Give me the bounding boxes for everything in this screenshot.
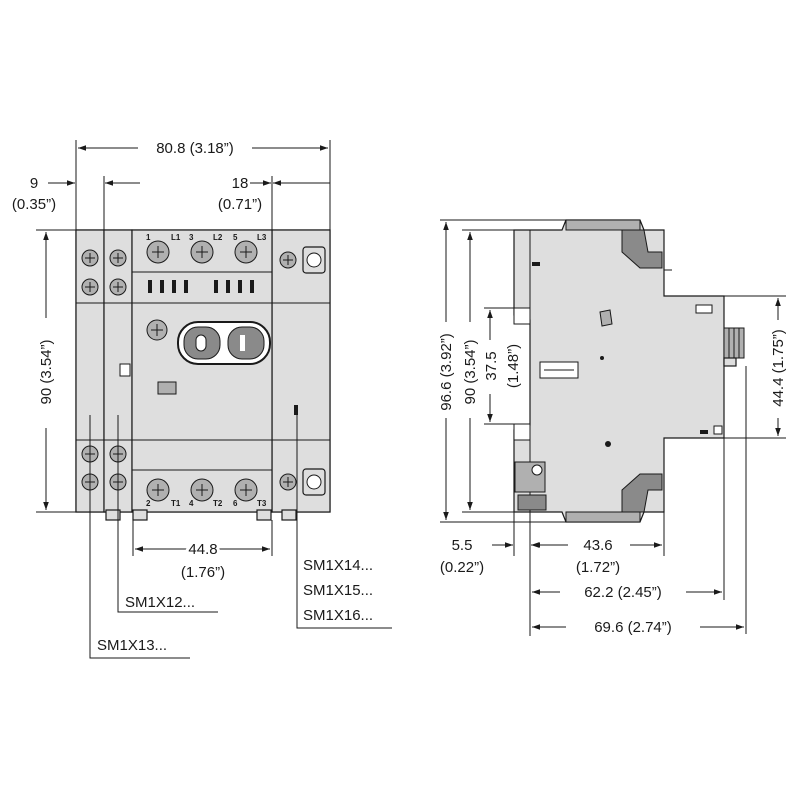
depth-c-dim: 69.6 (2.74”) bbox=[594, 619, 672, 636]
depth-a-value: 43.6 bbox=[583, 537, 612, 554]
side-body-height-dim: 90 (3.54”) bbox=[462, 339, 479, 404]
rail-height-value: 37.5 bbox=[483, 351, 500, 380]
accessory-sm1x14-block bbox=[271, 229, 331, 513]
accessory-screws-right bbox=[279, 246, 326, 496]
label-sm1x16: SM1X16... bbox=[303, 607, 373, 624]
offset-inch: (0.22”) bbox=[440, 559, 484, 576]
right-height-dim: 44.4 (1.75”) bbox=[770, 329, 787, 407]
terminal-label-L1: L1 bbox=[171, 233, 181, 242]
indicator-window bbox=[157, 381, 177, 395]
rail-height-inch: (1.48”) bbox=[505, 344, 522, 388]
overall-width-dim: 80.8 (3.18”) bbox=[156, 140, 234, 157]
terminal-label-L2: L2 bbox=[213, 233, 223, 242]
terminal-label-4: 4 bbox=[189, 499, 194, 508]
left-offset-inch: (0.35”) bbox=[12, 196, 56, 213]
depth-b-dim: 62.2 (2.45”) bbox=[584, 584, 662, 601]
bottom-terminal-screws bbox=[146, 478, 258, 502]
terminal-label-2: 2 bbox=[146, 499, 151, 508]
marker-slot bbox=[294, 405, 298, 415]
side-total-height-dim: 96.6 (3.92”) bbox=[438, 333, 455, 411]
on-off-buttons bbox=[177, 321, 271, 365]
right-offset-inch: (0.71”) bbox=[218, 196, 262, 213]
auxiliary-contact-row bbox=[148, 280, 254, 293]
label-sm1x12: SM1X12... bbox=[125, 594, 195, 611]
terminal-label-T2: T2 bbox=[213, 499, 223, 508]
accessory-labels: SM1X14... SM1X15... SM1X16... SM1X12... … bbox=[89, 410, 392, 659]
terminal-label-T1: T1 bbox=[171, 499, 181, 508]
side-dimensions: 96.6 (3.92”) 90 (3.54”) 37.5 (1.48”) 44.… bbox=[438, 219, 787, 636]
front-dimensions: 80.8 (3.18”) 9 (0.35”) 18 (0.71”) 90 (3.… bbox=[12, 140, 331, 581]
terminal-label-T3: T3 bbox=[257, 499, 267, 508]
label-sm1x13: SM1X13... bbox=[97, 637, 167, 654]
accessory-screws-left bbox=[81, 249, 127, 491]
terminal-label-3: 3 bbox=[189, 233, 194, 242]
front-height-dim: 90 (3.54”) bbox=[38, 339, 55, 404]
main-breaker-body bbox=[131, 229, 273, 513]
offset-value: 5.5 bbox=[452, 537, 473, 554]
mount-width-value: 44.8 bbox=[188, 541, 217, 558]
terminal-label-1: 1 bbox=[146, 233, 151, 242]
front-view: 1 L1 3 L2 5 L3 2 T1 4 T2 6 T3 bbox=[75, 229, 331, 521]
terminal-label-L3: L3 bbox=[257, 233, 267, 242]
side-view bbox=[513, 219, 745, 523]
label-sm1x14: SM1X14... bbox=[303, 557, 373, 574]
top-terminal-screws bbox=[146, 240, 258, 264]
right-offset-value: 18 bbox=[232, 175, 249, 192]
terminal-label-5: 5 bbox=[233, 233, 238, 242]
label-sm1x15: SM1X15... bbox=[303, 582, 373, 599]
left-offset-value: 9 bbox=[30, 175, 38, 192]
current-adjust-dial bbox=[146, 319, 168, 341]
mount-width-inch: (1.76”) bbox=[181, 564, 225, 581]
depth-a-inch: (1.72”) bbox=[576, 559, 620, 576]
side-knob bbox=[723, 327, 745, 367]
side-latch bbox=[119, 363, 131, 377]
terminal-label-6: 6 bbox=[233, 499, 238, 508]
